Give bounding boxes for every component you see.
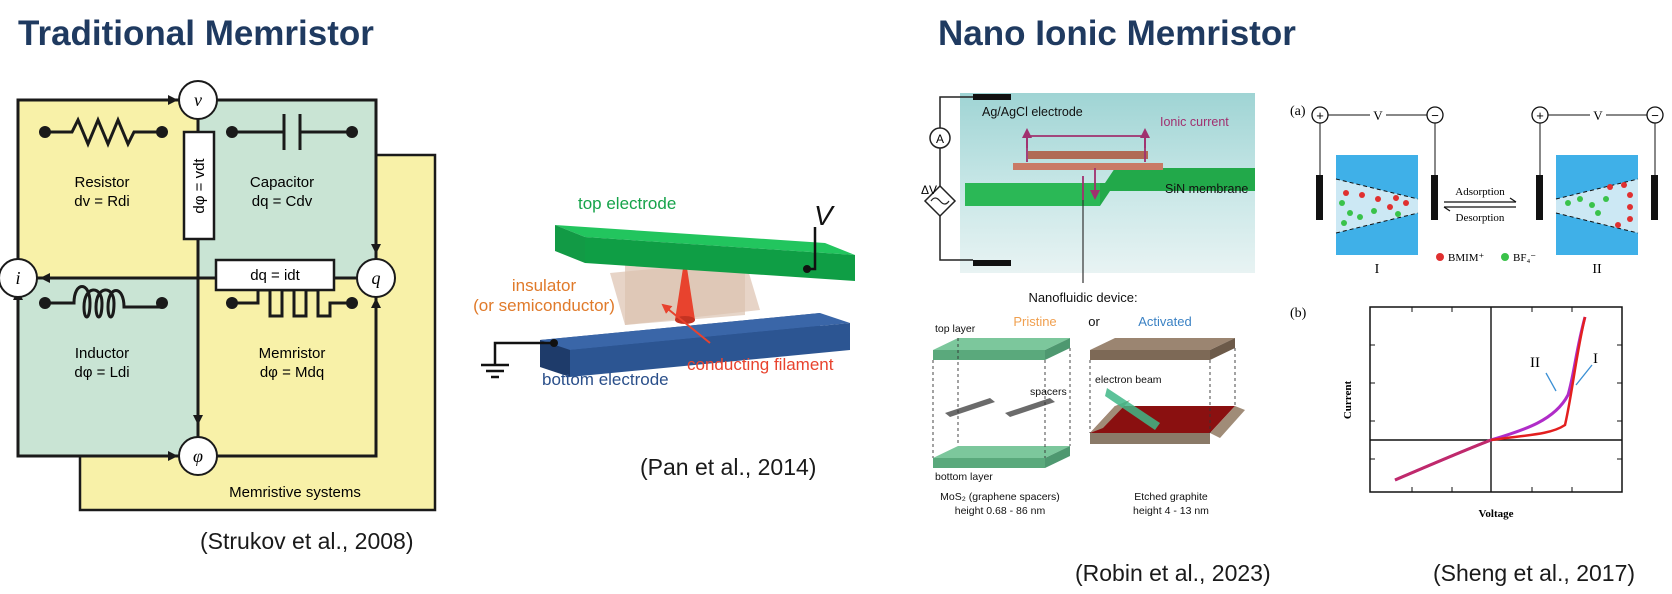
pristine-label: Pristine [1013,314,1056,329]
node-i-label: i [15,268,20,288]
state-1-cell: + − V [1311,106,1444,255]
bottom-agcl-electrode [973,260,1011,266]
bmim-marker [1436,253,1444,261]
flux-relation-label: dφ = vdt [191,158,208,214]
voltage-source-label: ΔV [921,183,937,197]
nanochannel-device [1013,163,1163,170]
traditional-memristor-heading: Traditional Memristor [18,14,374,53]
ionic-liquid-diagram: (a) + − V I Adsorption Desorption + − V [1290,104,1664,520]
capacitor-equation: dq = Cdv [252,193,313,210]
curve-2-label: II [1530,355,1540,371]
node-phi [178,436,218,476]
inductor-icon [39,285,168,319]
capacitor-icon [226,114,358,150]
activated-label: Activated [1138,314,1191,329]
node-v [178,80,218,120]
desorption-label: Desorption [1456,212,1505,224]
node-q-label: q [372,268,381,288]
iv-plot [1369,306,1623,493]
robin-citation: (Robin et al., 2023) [1075,560,1271,586]
device-title: Nanofluidic device: [1028,290,1137,305]
membrane-label: SiN membrane [1165,182,1248,196]
bf4-label: BF₄⁻ [1513,252,1536,264]
resistor-icon [39,116,168,148]
ground-icon [481,341,554,379]
strukov-citation: (Strukov et al., 2008) [200,528,414,554]
capacitor-label: Capacitor [250,174,314,191]
top-layer-label: top layer [935,323,976,335]
top-agcl-electrode [973,94,1011,100]
svg-text:−: − [1431,108,1439,123]
node-phi-label: φ [193,446,203,466]
node-i [0,258,38,298]
filament-device-diagram: top electrode V insulator (or semiconduc… [473,194,855,389]
resistor-equation: dv = Rdi [74,193,129,210]
state-2-label: II [1592,262,1602,277]
voltage-axis-label: Voltage [1478,508,1513,520]
top-electrode-slab [585,237,855,281]
graphite-height: height 4 - 13 nm [1133,505,1209,517]
node-v-label: v [194,90,202,110]
inductor-equation: dφ = Ldi [74,364,129,381]
memristor-circuit-diagram: v i q φ Resistor dv = Rdi Capacitor dq =… [0,80,437,512]
bf4-marker [1501,253,1509,261]
ionic-current-label: Ionic current [1160,115,1229,129]
graphite-stack [1089,338,1245,444]
memristor-quadrant [198,278,376,456]
nanofluidic-diagram: A ΔV Ag/AgCl electrode Ionic current SiN… [921,93,1255,517]
curve-1 [1490,316,1587,442]
resistor-label: Resistor [74,174,129,191]
mos2-height: height 0.68 - 86 nm [955,505,1046,517]
ammeter-icon [929,127,951,149]
electron-beam-label: electron beam [1095,374,1162,386]
node-q [356,258,396,298]
state-1-label: I [1375,262,1380,277]
sheng-citation: (Sheng et al., 2017) [1433,560,1636,586]
svg-text:−: − [1651,108,1659,123]
or-label: or [1088,314,1100,329]
charge-relation-box [214,258,336,292]
insulator-label: insulator [512,276,577,295]
panel-b-label: (b) [1290,306,1307,321]
bmim-label: BMIM⁺ [1448,252,1485,264]
charge-relation-label: dq = idt [250,267,300,284]
current-axis-label: Current [1342,381,1354,420]
mos2-caption: MoS₂ (graphene spacers) [940,491,1060,503]
bottom-layer-label: bottom layer [935,471,993,483]
svg-text:+: + [1536,108,1544,123]
svg-text:V: V [1593,108,1603,123]
svg-text:+: + [1316,108,1324,123]
top-electrode-label: top electrode [578,194,676,213]
filament-label: conducting filament [687,355,834,374]
electrode-label: Ag/AgCl electrode [982,105,1083,119]
flux-relation-box [182,130,216,241]
bottom-electrode-label: bottom electrode [542,370,669,389]
pan-citation: (Pan et al., 2014) [640,454,817,480]
memristor-label: Memristor [259,345,326,362]
adsorption-label: Adsorption [1455,186,1505,198]
curve-1-label: I [1593,351,1598,367]
state-2-cell: + − V [1531,106,1664,255]
nano-ionic-memristor-heading: Nano Ionic Memristor [938,14,1296,53]
semiconductor-label: (or semiconductor) [473,296,615,315]
spacers-label: spacers [1030,386,1067,398]
svg-text:V: V [1373,108,1383,123]
electron-beam [1105,388,1160,430]
voltage-label: V [814,200,835,231]
conducting-filament [675,255,695,320]
graphite-caption: Etched graphite [1134,491,1208,503]
mos2-stack [932,338,1071,468]
memristor-equation: dφ = Mdq [260,364,324,381]
panel-a-label: (a) [1290,104,1306,119]
memristive-systems-label: Memristive systems [229,484,361,501]
inductor-label: Inductor [75,345,129,362]
ammeter-label: A [936,132,944,146]
